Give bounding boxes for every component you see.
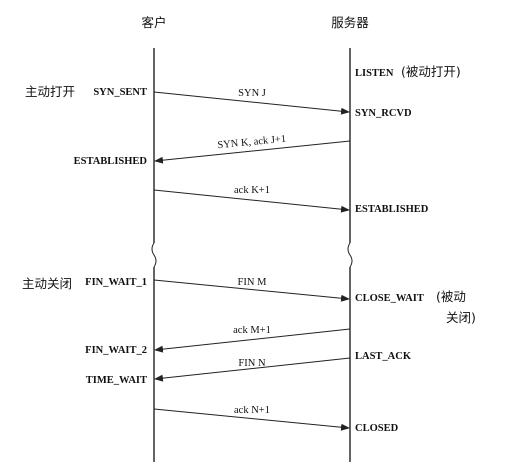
server-state-closed: CLOSED (355, 423, 399, 434)
server-state-established: ESTABLISHED (355, 204, 429, 215)
active-open-note: 主动打开 (25, 84, 75, 99)
arrow-ack-m (154, 328, 351, 353)
server-state-close-wait: CLOSE_WAIT (355, 293, 424, 304)
arrow-syn-k-ack (154, 140, 351, 164)
arrow-ack-k (153, 189, 350, 213)
arrow-fin-m (153, 279, 350, 302)
client-timeline-break (151, 242, 157, 268)
passive-close-note-line2: 关闭) (446, 310, 476, 325)
client-state-fin-wait-1: FIN_WAIT_1 (85, 277, 147, 288)
label-fin-m: FIN M (238, 277, 268, 288)
server-state-listen: LISTEN (355, 68, 394, 79)
server-timeline-break (347, 242, 353, 268)
server-header: 服务器 (331, 15, 369, 30)
arrow-syn-j (153, 91, 350, 115)
active-close-note: 主动关闭 (22, 276, 72, 291)
client-state-syn-sent: SYN_SENT (93, 87, 147, 98)
server-state-last-ack: LAST_ACK (355, 351, 412, 362)
passive-open-note: (被动打开) (401, 64, 461, 79)
label-ack-k: ack K+1 (234, 185, 270, 196)
label-syn-j: SYN J (238, 88, 266, 99)
label-ack-n: ack N+1 (234, 405, 270, 416)
client-state-time-wait: TIME_WAIT (86, 375, 147, 386)
label-fin-n: FIN N (238, 358, 266, 369)
passive-close-note-line1: (被动 (436, 289, 466, 304)
client-header: 客户 (141, 15, 166, 30)
arrow-ack-n (153, 408, 350, 431)
arrow-fin-n (154, 357, 351, 382)
client-state-fin-wait-2: FIN_WAIT_2 (85, 345, 147, 356)
server-state-syn-rcvd: SYN_RCVD (355, 108, 412, 119)
label-ack-m: ack M+1 (233, 325, 271, 336)
client-state-established: ESTABLISHED (74, 156, 148, 167)
